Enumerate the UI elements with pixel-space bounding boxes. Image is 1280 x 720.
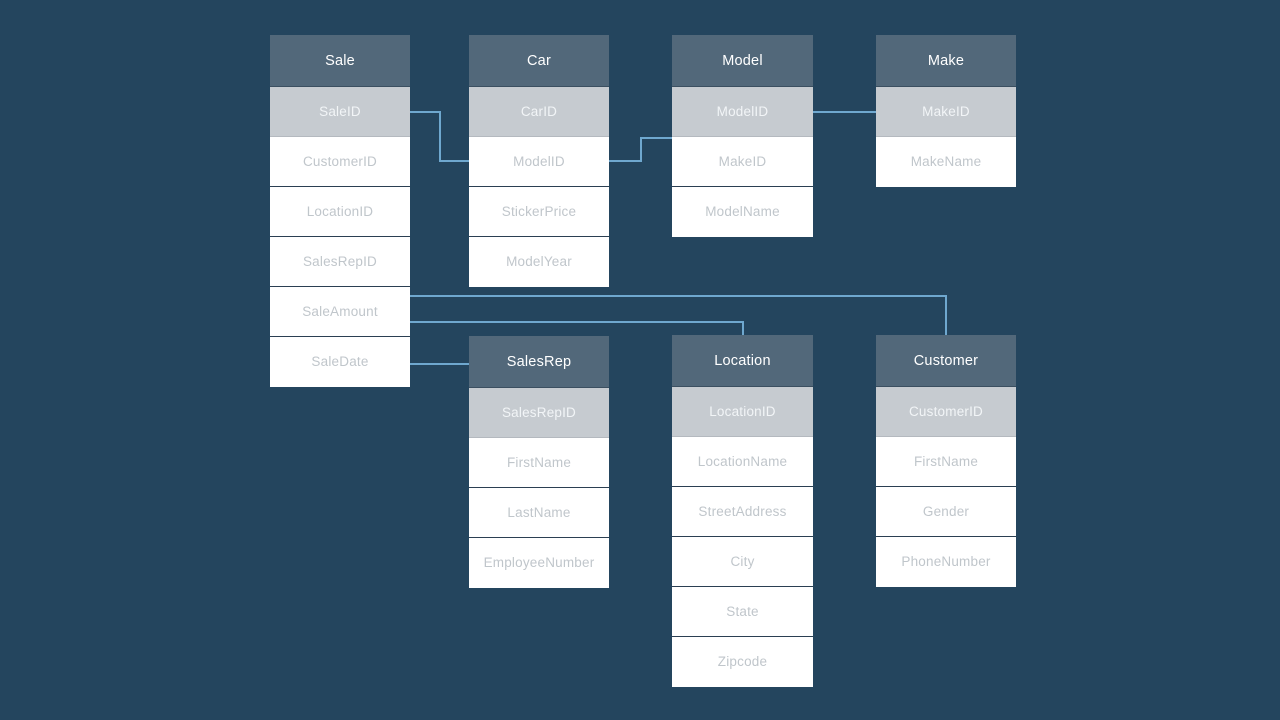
field-location-state[interactable]: State [672, 587, 813, 637]
field-customer-firstname[interactable]: FirstName [876, 437, 1016, 487]
field-car-modelid[interactable]: ModelID [469, 137, 609, 187]
entity-header-make: Make [876, 35, 1016, 87]
connector-car-model [609, 137, 672, 162]
field-car-carid[interactable]: CarID [469, 87, 609, 137]
field-salesrep-salesrepid[interactable]: SalesRepID [469, 388, 609, 438]
field-model-modelname[interactable]: ModelName [672, 187, 813, 237]
entity-header-sale: Sale [270, 35, 410, 87]
field-location-zipcode[interactable]: Zipcode [672, 637, 813, 687]
connector-sale-location [410, 321, 744, 336]
field-model-modelid[interactable]: ModelID [672, 87, 813, 137]
field-car-stickerprice[interactable]: StickerPrice [469, 187, 609, 237]
field-sale-saledate[interactable]: SaleDate [270, 337, 410, 387]
field-location-streetaddress[interactable]: StreetAddress [672, 487, 813, 537]
entity-header-model: Model [672, 35, 813, 87]
field-sale-saleamount[interactable]: SaleAmount [270, 287, 410, 337]
connector-sale-car [410, 111, 469, 162]
entity-header-location: Location [672, 335, 813, 387]
field-make-makename[interactable]: MakeName [876, 137, 1016, 187]
field-salesrep-lastname[interactable]: LastName [469, 488, 609, 538]
field-make-makeid[interactable]: MakeID [876, 87, 1016, 137]
field-customer-customerid[interactable]: CustomerID [876, 387, 1016, 437]
field-location-locationid[interactable]: LocationID [672, 387, 813, 437]
entity-header-salesrep: SalesRep [469, 336, 609, 388]
field-customer-phonenumber[interactable]: PhoneNumber [876, 537, 1016, 587]
field-location-locationname[interactable]: LocationName [672, 437, 813, 487]
field-sale-customerid[interactable]: CustomerID [270, 137, 410, 187]
field-model-makeid[interactable]: MakeID [672, 137, 813, 187]
field-car-modelyear[interactable]: ModelYear [469, 237, 609, 287]
connector-sale-customer [410, 295, 947, 336]
entity-header-car: Car [469, 35, 609, 87]
field-sale-saleid[interactable]: SaleID [270, 87, 410, 137]
field-location-city[interactable]: City [672, 537, 813, 587]
entity-header-customer: Customer [876, 335, 1016, 387]
field-sale-salesrepid[interactable]: SalesRepID [270, 237, 410, 287]
field-customer-gender[interactable]: Gender [876, 487, 1016, 537]
field-sale-locationid[interactable]: LocationID [270, 187, 410, 237]
field-salesrep-employeenumber[interactable]: EmployeeNumber [469, 538, 609, 588]
field-salesrep-firstname[interactable]: FirstName [469, 438, 609, 488]
